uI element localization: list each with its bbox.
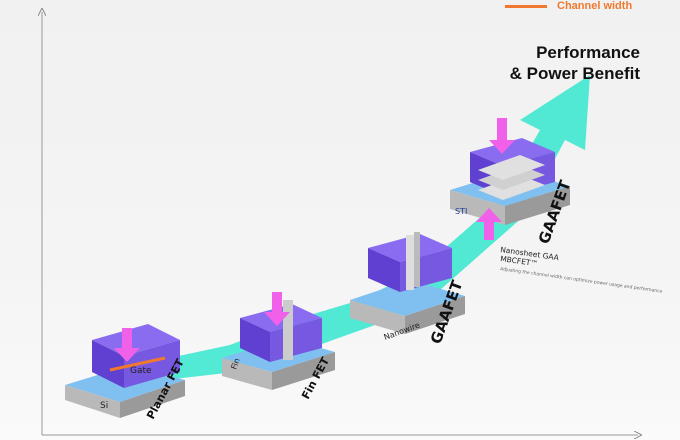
force-arrow-icon [114,328,140,362]
force-arrow-icon [476,208,502,240]
fin-label: Fin [229,357,241,371]
sti-label: STI [455,207,467,216]
nanosheet-note: Adjusting the channel width can optimize… [500,266,663,295]
force-arrow-icon [489,118,515,154]
finfet-device [222,292,335,390]
title-line-2: & Power Benefit [509,64,640,83]
nanosheet-gaafet-device [450,118,570,240]
legend-swatch [505,4,547,8]
legend-label: Channel width [557,0,633,12]
legend: Channel width [505,0,632,12]
planar-fet-device [65,324,185,418]
performance-arrow [160,75,590,380]
nanowire-gaafet-device [350,232,465,334]
force-arrow-icon [264,292,290,326]
si-label: Si [100,401,108,411]
diagram-title: Performance & Power Benefit [510,42,640,84]
title-line-1: Performance [536,43,640,62]
gate-label: Gate [130,366,152,376]
